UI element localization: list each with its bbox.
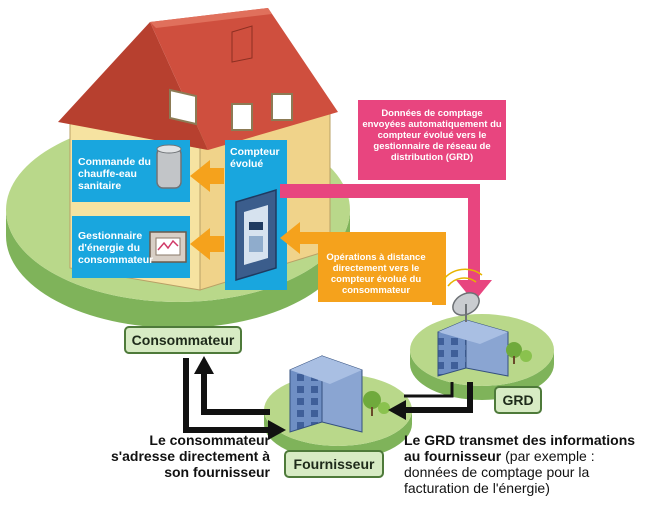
consumer-to-supplier-caption: Le consommateur s'adresse directement à …: [104, 432, 270, 480]
smart-meter-label: Compteur évolué: [230, 146, 280, 170]
consumer-label: Consommateur: [124, 326, 242, 354]
grd-to-supplier-caption: Le GRD transmet des informations au four…: [404, 432, 652, 496]
supplier-island: [264, 355, 412, 460]
message-boxes: [318, 100, 506, 302]
supplier-label: Fournisseur: [284, 450, 384, 478]
grd-island: [410, 314, 554, 400]
metering-data-message: Données de comptage envoyées automatique…: [362, 108, 502, 163]
grd-label: GRD: [494, 386, 542, 414]
satellite-dish-icon: [442, 268, 483, 322]
smart-meter-icon: [235, 188, 277, 282]
grd-to-supplier-detail: (par exemple : données de comptage pour …: [404, 448, 595, 496]
black-arrows: [183, 356, 473, 440]
water-heater-label: Commande du chauffe-eau sanitaire: [78, 156, 151, 192]
orange-arrows: [190, 160, 446, 305]
pink-arrow: [280, 184, 492, 302]
remote-operations-message: Opérations à distance directement vers l…: [326, 252, 426, 296]
grd-to-supplier-bold: Le GRD transmet des informations au four…: [404, 432, 636, 464]
energy-manager-label: Gestionnaire d'énergie du consommateur: [78, 230, 154, 266]
consumer-to-supplier-text: Le consommateur s'adresse directement à …: [111, 432, 270, 480]
energy-manager-icon: [149, 231, 187, 263]
water-heater-icon: [156, 144, 182, 189]
